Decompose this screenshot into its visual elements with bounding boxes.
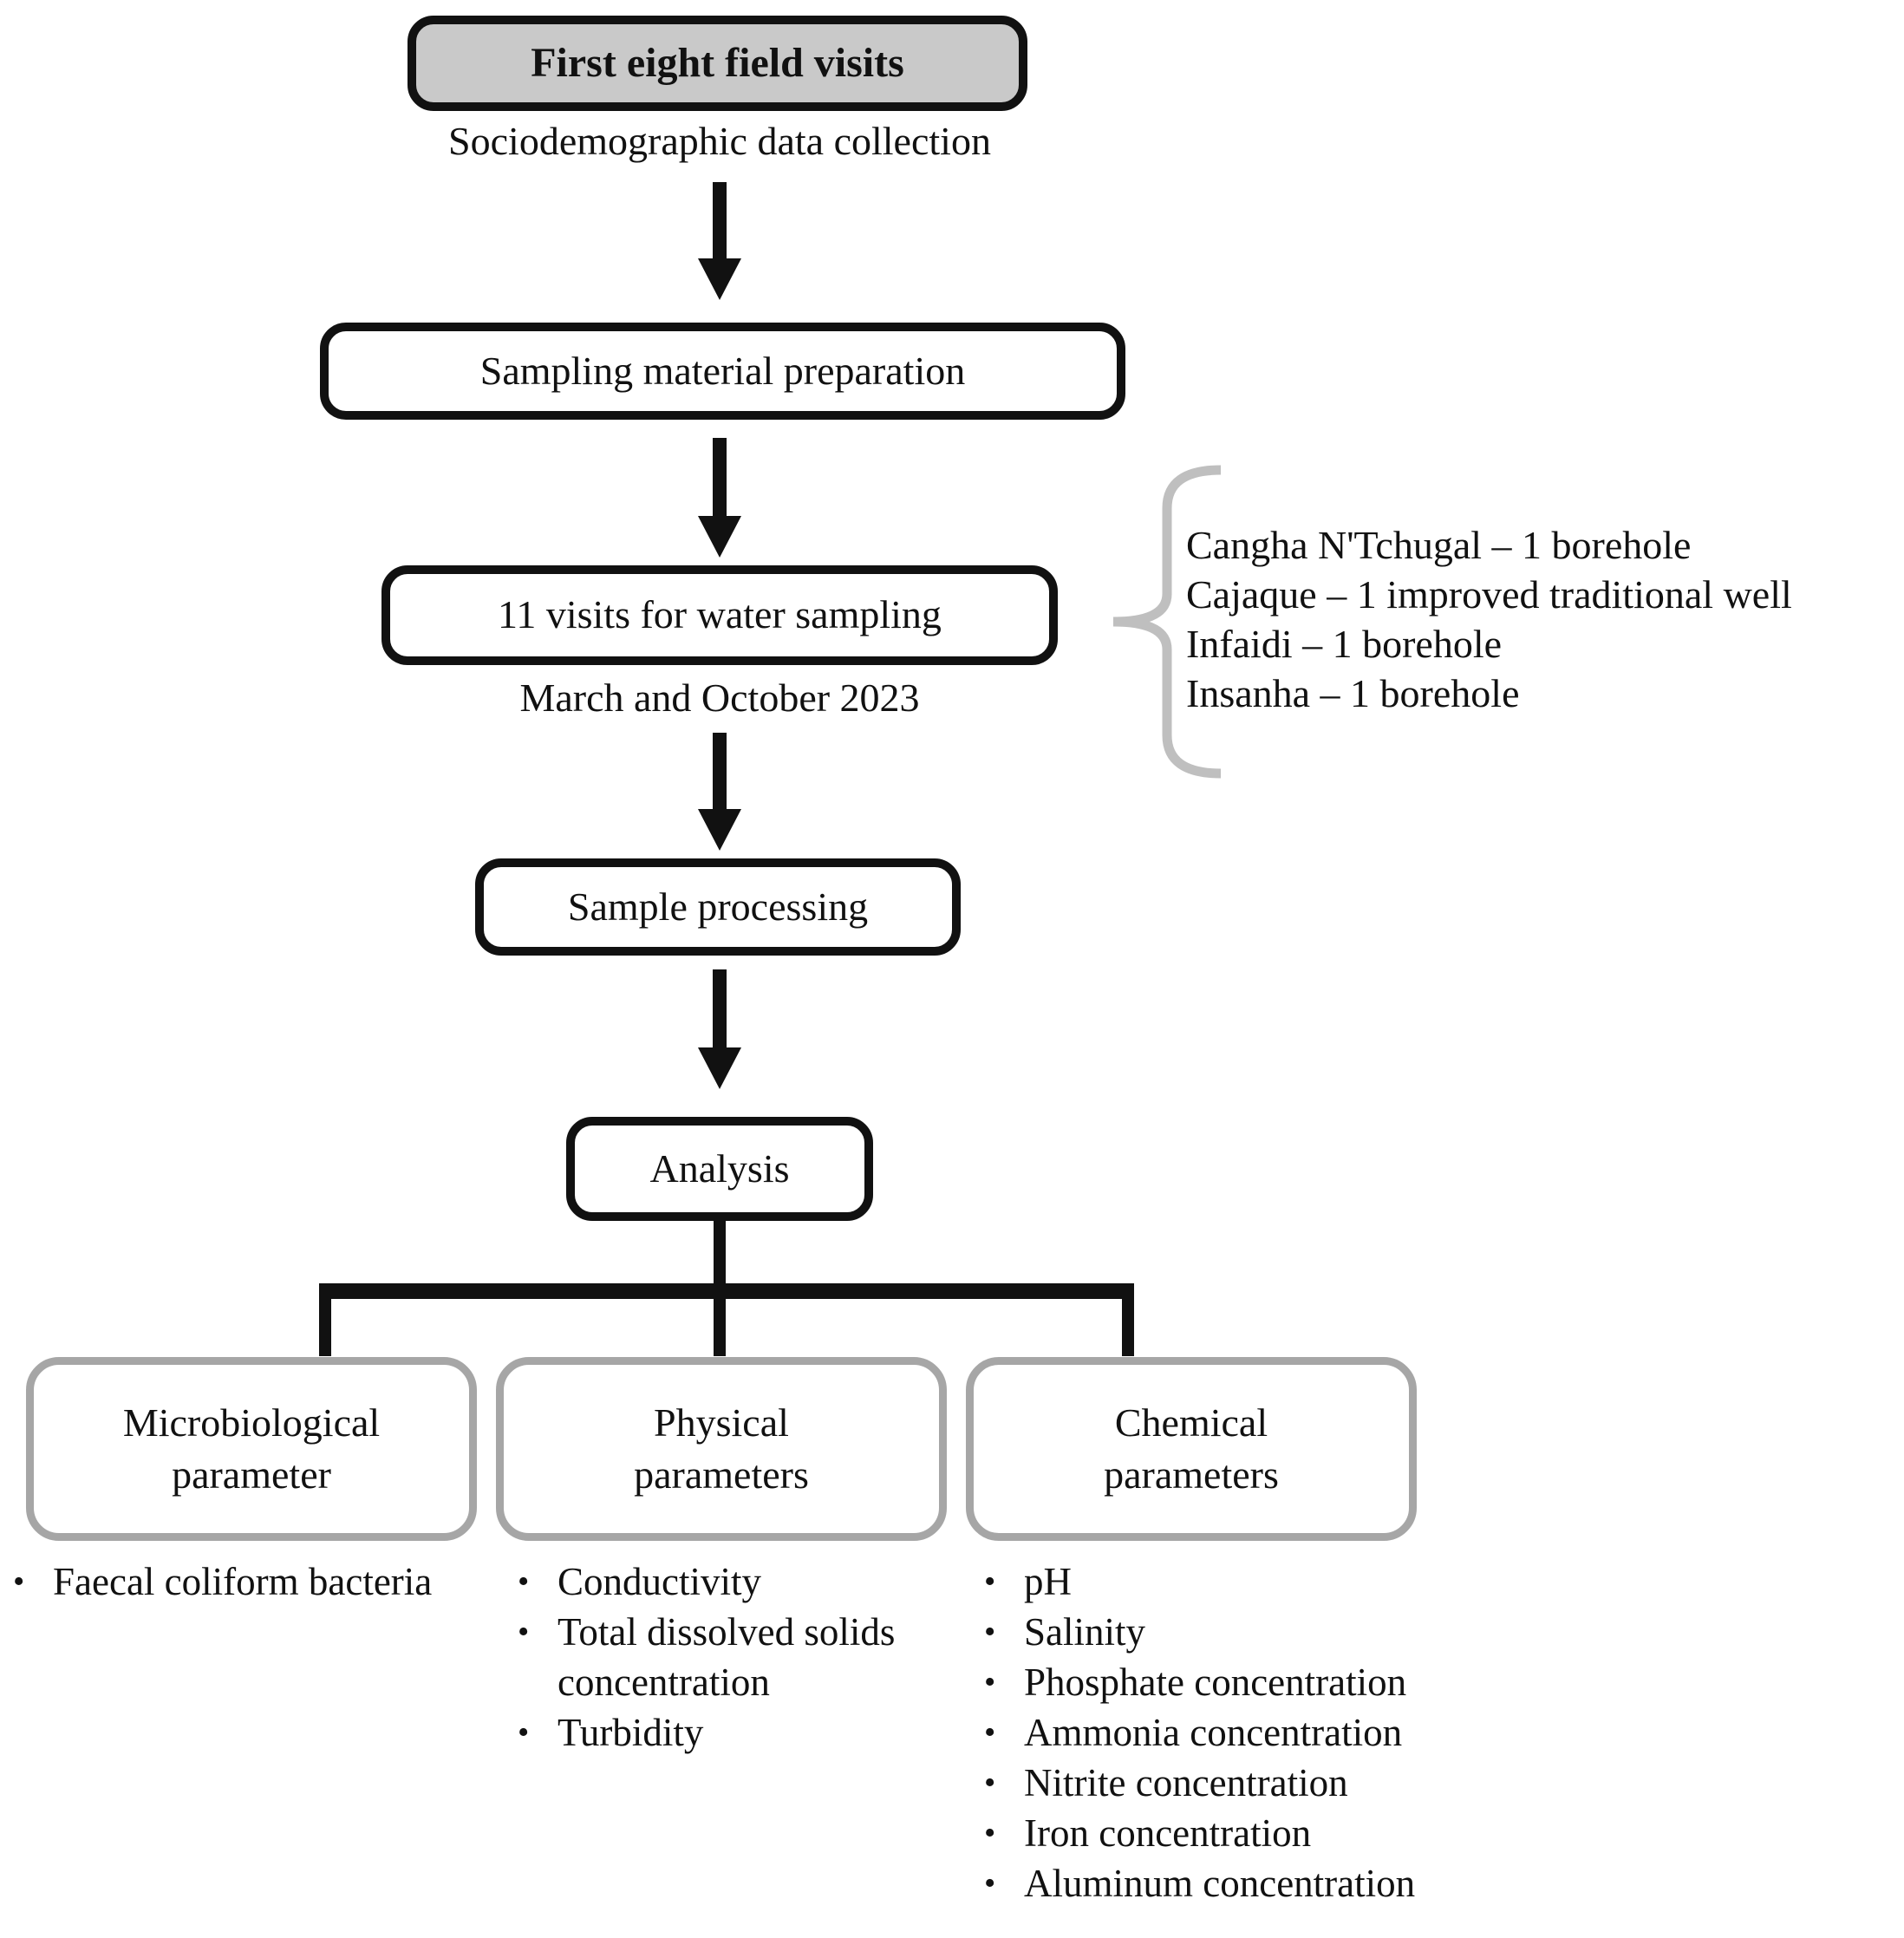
arrow-head [698,516,741,558]
arrow-head [698,258,741,300]
list-item: • Nitrite concentration [984,1758,1591,1808]
list-item-text: pH [1024,1560,1072,1603]
list-item-text: Aluminum concentration [1024,1862,1416,1905]
bullet-icon: • [518,1563,530,1600]
bullet-icon: • [984,1765,996,1801]
list-item: • Total dissolved solids concentration [518,1607,942,1707]
flow-step-label: First eight field visits [531,39,904,86]
branch-box-chemical-parameters: Chemical parameters [966,1357,1417,1541]
curly-brace-icon [1112,465,1222,779]
sampling-site-entry: Cajaque – 1 improved traditional well [1186,572,1792,617]
connector-horizontal-line [319,1283,1134,1299]
flow-step-label: Sample processing [567,884,869,929]
branch-box-label: Chemical parameters [1104,1400,1279,1497]
flow-step-analysis: Analysis [566,1117,873,1221]
flow-step-sample-processing: Sample processing [475,858,961,956]
list-item: • Turbidity [518,1707,942,1758]
list-item-text: Faecal coliform bacteria [53,1560,433,1603]
sampling-site-entry: Cangha N'Tchugal – 1 borehole [1186,523,1692,567]
arrow-head [698,1047,741,1089]
branch-box-microbiological-parameter: Microbiological parameter [26,1357,477,1541]
connector-stub-right [1122,1283,1134,1356]
arrow-shaft [713,438,727,516]
list-item: • Aluminum concentration [984,1858,1591,1909]
bullet-icon: • [984,1865,996,1902]
flow-step-label: Analysis [649,1145,790,1191]
list-item: • Ammonia concentration [984,1707,1591,1758]
list-item: • pH [984,1556,1591,1607]
connector-stub-left [319,1283,331,1356]
list-item-text: Turbidity [558,1711,704,1754]
bullet-icon: • [13,1563,25,1600]
branch-box-label: Microbiological parameter [122,1400,381,1497]
arrow-head [698,809,741,851]
list-item: • Faecal coliform bacteria [13,1556,551,1607]
list-item-text: Conductivity [558,1560,761,1603]
flow-step-label: 11 visits for water sampling [498,592,942,637]
sampling-site-entry: Insanha – 1 borehole [1186,671,1520,715]
list-item: • Phosphate concentration [984,1657,1591,1707]
bullet-icon: • [984,1714,996,1751]
bullet-icon: • [984,1664,996,1700]
branch-box-label: Physical parameters [634,1400,809,1497]
list-item-text: Iron concentration [1024,1811,1312,1855]
bullet-icon: • [518,1714,530,1751]
flow-step-first-visits-subtitle: Sociodemographic data collection [448,119,991,163]
list-item-text: Ammonia concentration [1024,1711,1403,1754]
physical-parameters-list: • Conductivity • Total dissolved solids … [518,1556,942,1758]
bullet-icon: • [984,1815,996,1851]
branch-box-physical-parameters: Physical parameters [496,1357,947,1541]
bullet-icon: • [984,1614,996,1650]
list-item-text: Salinity [1024,1610,1146,1654]
arrow-shaft [713,182,727,258]
microbiological-parameter-list: • Faecal coliform bacteria [13,1556,551,1607]
flow-step-water-sampling-subtitle: March and October 2023 [519,675,920,720]
list-item-text: Phosphate concentration [1024,1661,1407,1704]
connector-vertical-line [714,1218,726,1293]
chemical-parameters-list: • pH • Salinity • Phosphate concentratio… [984,1556,1591,1909]
arrow-shaft [713,733,727,809]
list-item: • Iron concentration [984,1808,1591,1858]
bullet-icon: • [984,1563,996,1600]
bullet-icon: • [518,1614,530,1650]
flow-step-first-field-visits: First eight field visits [408,16,1027,111]
list-item: • Conductivity [518,1556,942,1607]
arrow-shaft [713,969,727,1047]
sampling-site-entry: Infaidi – 1 borehole [1186,622,1503,666]
flow-step-label: Sampling material preparation [479,348,966,393]
list-item-text: Total dissolved solids concentration [558,1610,896,1704]
flow-step-sampling-material-preparation: Sampling material preparation [320,323,1125,420]
connector-stub-middle [714,1283,726,1356]
list-item-text: Nitrite concentration [1024,1761,1348,1804]
list-item: • Salinity [984,1607,1591,1657]
flow-step-water-sampling-visits: 11 visits for water sampling [381,565,1058,665]
